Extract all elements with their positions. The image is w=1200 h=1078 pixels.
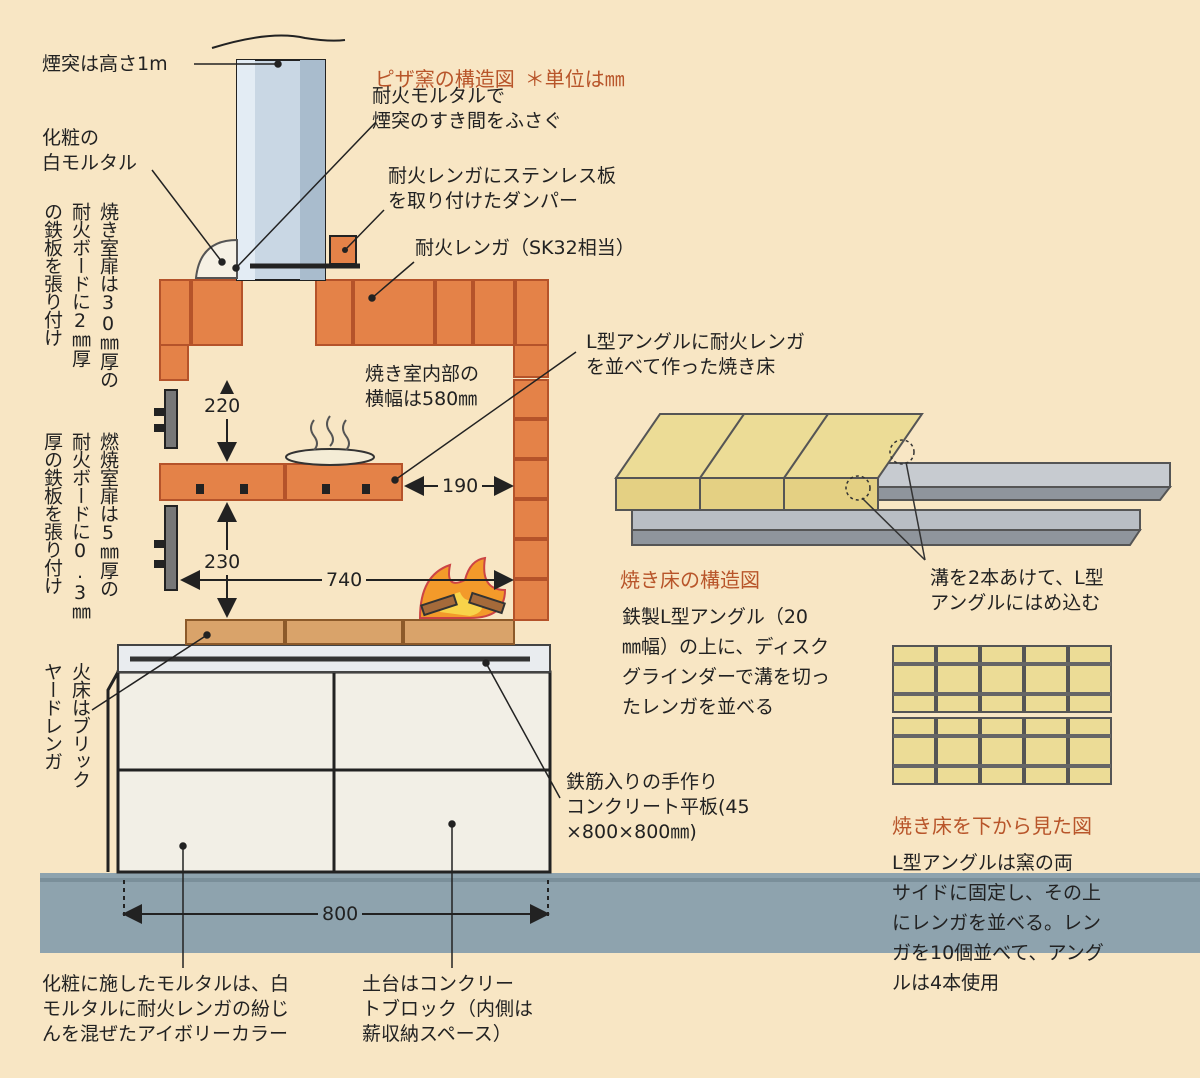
- groove-markers: [845, 439, 926, 561]
- top-bricks: [159, 279, 549, 381]
- floor-structure-description: 鉄製L型アングル（20 ㎜幅）の上に、ディスク グラインダーで溝を切っ たレンガ…: [622, 606, 830, 718]
- hearth-label: 火床はブリック ヤードレンガ: [41, 662, 91, 788]
- fire-door: [154, 505, 178, 591]
- bake-door: [154, 389, 178, 449]
- mortar-seal-label: 耐火モルタルで 煙突のすき間をふさぐ: [372, 85, 563, 132]
- bake-width-label: 焼き室内部の 横幅は580㎜: [365, 363, 480, 410]
- pizza: [285, 448, 375, 466]
- dim-fire-height: 230: [204, 550, 241, 575]
- slab-label: 鉄筋入りの手作り コンクリート平板(45 ×800×800㎜): [566, 771, 750, 843]
- steam-lines: [310, 415, 350, 451]
- white-mortar: [194, 238, 238, 279]
- right-brick-wall: [513, 344, 549, 621]
- floor-structure-heading: 焼き床の構造図: [620, 568, 760, 592]
- unit-note: ＊単位は㎜: [524, 67, 625, 91]
- angle-notches: [196, 484, 370, 494]
- chimney-label: 煙突は高さ1m: [42, 53, 168, 75]
- floor-bottom-heading: 焼き床を下から見た図: [892, 814, 1092, 838]
- floor-structure-bricks: [614, 413, 924, 511]
- dim-bake-height: 220: [204, 394, 241, 419]
- base-outline: [106, 671, 120, 872]
- white-mortar-label: 化粧の 白モルタル: [42, 127, 138, 174]
- hearth-bricks: [185, 619, 515, 645]
- base-label: 土台はコンクリー トブロック（内側は 薪収納スペース）: [362, 973, 534, 1045]
- groove-note: 溝を2本あけて、L型 アングルにはめ込む: [930, 567, 1104, 614]
- bake-door-label: 焼き室扉は30㎜厚の 耐火ボードに2㎜厚 の鉄板を張り付け: [41, 202, 119, 388]
- dim-gap: 190: [438, 474, 483, 499]
- firebrick-label: 耐火レンガ（SK32相当）: [415, 237, 635, 259]
- floor-bottom-grid: [892, 645, 1112, 785]
- finish-mortar-label: 化粧に施したモルタルは、白 モルタルに耐火レンガの紛じ んを混ぜたアイボリーカラ…: [42, 973, 290, 1045]
- fire-door-label: 燃焼室扉は5㎜厚の 耐火ボードに0.3㎜ 厚の鉄板を張り付け: [41, 432, 119, 621]
- bake-floor-label: L型アングルに耐火レンガ を並べて作った焼き床: [586, 331, 805, 378]
- floor-bottom-description: L型アングルは窯の両 サイドに固定し、その上 にレンガを並べる。レン ガを10個…: [892, 852, 1104, 994]
- floor-bottom-angles: [893, 662, 1111, 768]
- damper-label: 耐火レンガにステンレス板 を取り付けたダンパー: [388, 165, 617, 212]
- floor-structure-angles: [631, 462, 1173, 546]
- diagram-title: ピザ窯の構造図 ＊単位は㎜: [362, 42, 625, 92]
- baking-floor: [159, 463, 403, 501]
- concrete-block-base: [116, 670, 552, 874]
- dim-inner-width: 740: [322, 568, 367, 593]
- title-text: ピザ窯の構造図: [374, 67, 515, 91]
- dim-base-width: 800: [318, 902, 363, 927]
- chimney: [211, 34, 346, 281]
- fire: [418, 556, 507, 619]
- leader-lines: [91, 60, 577, 968]
